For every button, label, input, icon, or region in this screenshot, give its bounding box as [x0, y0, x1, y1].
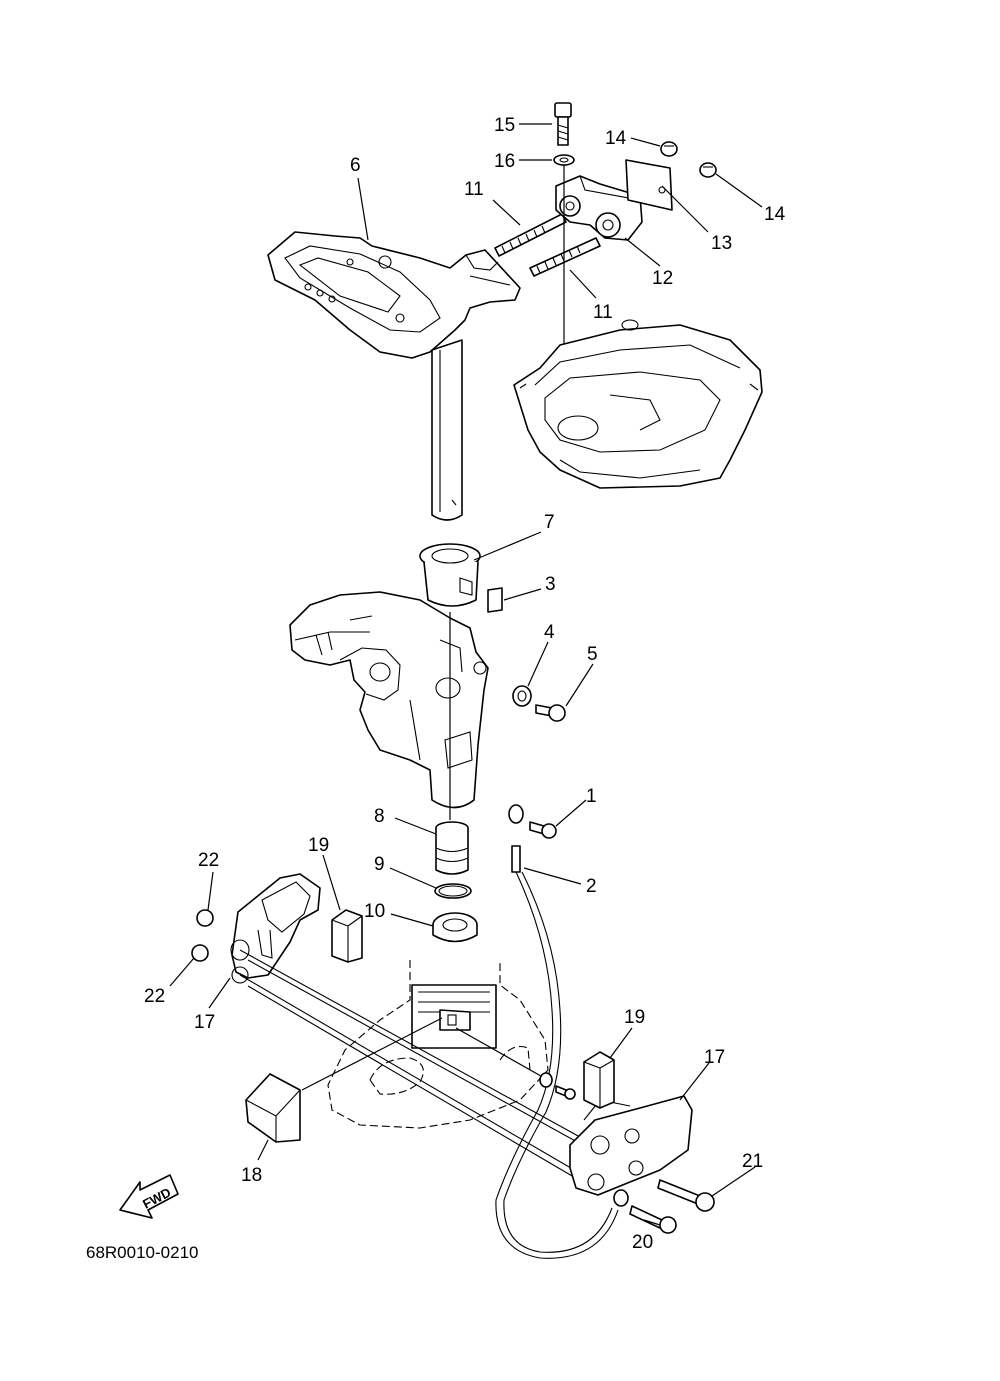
- bolt-part-20[interactable]: [629, 1205, 677, 1234]
- callout-17-b: 17: [704, 1047, 725, 1068]
- callout-14-b: 14: [764, 204, 786, 225]
- callout-7: 7: [544, 512, 555, 533]
- nut-part-14-a[interactable]: [660, 141, 678, 157]
- ground-screw: [539, 1072, 576, 1100]
- bolt-part-5[interactable]: [535, 704, 566, 722]
- lower-mount-part-8[interactable]: [435, 821, 469, 875]
- plate-part-13[interactable]: [625, 159, 673, 211]
- lower-case-phantom: [327, 960, 549, 1129]
- callout-17-a: 17: [194, 1012, 215, 1033]
- swivel-bracket: [289, 591, 489, 809]
- callout-22-b: 22: [144, 986, 165, 1007]
- washer-part-16[interactable]: [553, 154, 575, 166]
- forward-direction-arrow: FWD: [119, 1174, 179, 1219]
- clamp-bracket-part-17-left[interactable]: [230, 873, 321, 984]
- callout-2: 2: [586, 876, 597, 897]
- callout-numbers: 15 16 14 14 13 12 11 11 6 7 3 4 5 1 2 8 …: [144, 115, 786, 1253]
- steering-bracket-part-6[interactable]: [267, 231, 521, 521]
- callout-15: 15: [494, 115, 515, 136]
- callout-11-b: 11: [593, 302, 613, 323]
- callout-22-a: 22: [198, 850, 219, 871]
- nut-part-22-a[interactable]: [196, 909, 214, 927]
- o-ring-part-9[interactable]: [434, 883, 472, 899]
- callout-11-a: 11: [464, 179, 484, 200]
- callout-5: 5: [587, 644, 598, 665]
- clip-part-3[interactable]: [487, 587, 503, 613]
- callout-3: 3: [545, 574, 556, 595]
- callout-9: 9: [374, 854, 385, 875]
- bushing-part-7[interactable]: [419, 543, 481, 607]
- clamp-bracket-part-17-right[interactable]: [569, 1095, 693, 1196]
- grommet-part-4[interactable]: [512, 685, 532, 707]
- seal-part-10[interactable]: [432, 912, 478, 943]
- callout-13: 13: [711, 233, 732, 254]
- callout-20: 20: [632, 1232, 653, 1253]
- callout-16: 16: [494, 151, 515, 172]
- callout-14-a: 14: [605, 128, 627, 149]
- callout-6: 6: [350, 155, 361, 176]
- block-part-18[interactable]: [245, 1073, 301, 1143]
- callout-1: 1: [586, 786, 597, 807]
- ground-lead-part-2[interactable]: [495, 804, 629, 1259]
- engine-base-casting: [513, 319, 763, 489]
- nut-part-14-b[interactable]: [699, 162, 717, 178]
- nut-part-22-b[interactable]: [191, 944, 209, 962]
- callout-21: 21: [742, 1151, 763, 1172]
- callout-19-b: 19: [624, 1007, 645, 1028]
- bolt-part-1[interactable]: [529, 821, 557, 839]
- drawing-code: 68R0010-0210: [86, 1243, 198, 1262]
- stud-bolts-part-11[interactable]: [494, 213, 601, 277]
- damper-part-19-right[interactable]: [583, 1051, 615, 1109]
- bolt-part-21[interactable]: [657, 1179, 715, 1212]
- callout-10: 10: [364, 901, 385, 922]
- callout-12: 12: [652, 268, 673, 289]
- damper-part-19-left[interactable]: [331, 909, 363, 963]
- callout-19-a: 19: [308, 835, 329, 856]
- callout-18: 18: [241, 1165, 262, 1186]
- through-bolt-lines: [239, 949, 597, 1191]
- upper-mount-part-12[interactable]: [555, 175, 643, 241]
- callout-4: 4: [544, 622, 555, 643]
- callout-8: 8: [374, 806, 385, 827]
- bolt-part-15[interactable]: [554, 102, 572, 146]
- callout-leaders: [169, 123, 763, 1226]
